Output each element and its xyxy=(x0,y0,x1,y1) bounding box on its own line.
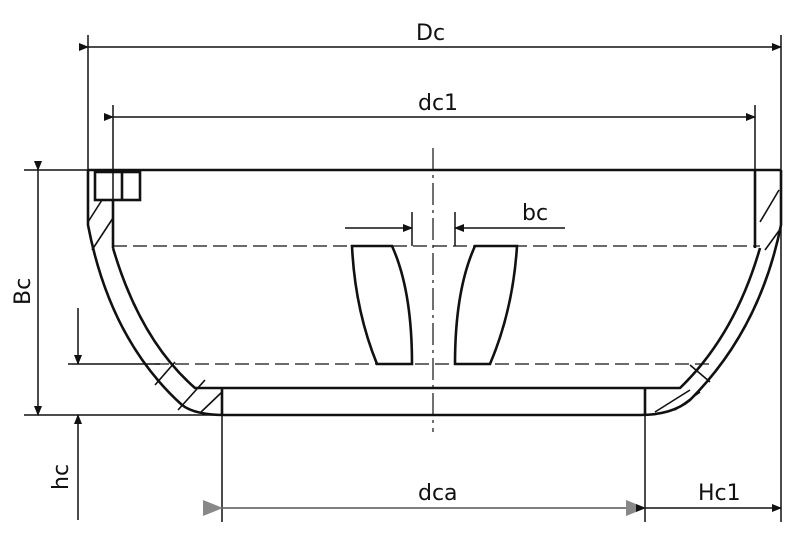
label-dca: dca xyxy=(418,481,458,506)
slot-right xyxy=(453,244,519,366)
label-dc1: dc1 xyxy=(418,91,458,116)
label-Dc: Dc xyxy=(416,21,445,46)
slot-left xyxy=(350,244,414,366)
section-hatch xyxy=(87,189,782,414)
label-Bc: Bc xyxy=(11,278,36,305)
label-Hc1: Hc1 xyxy=(698,481,741,506)
bowl-outline xyxy=(86,168,783,417)
label-hc: hc xyxy=(49,464,74,490)
label-bc: bc xyxy=(522,201,548,226)
